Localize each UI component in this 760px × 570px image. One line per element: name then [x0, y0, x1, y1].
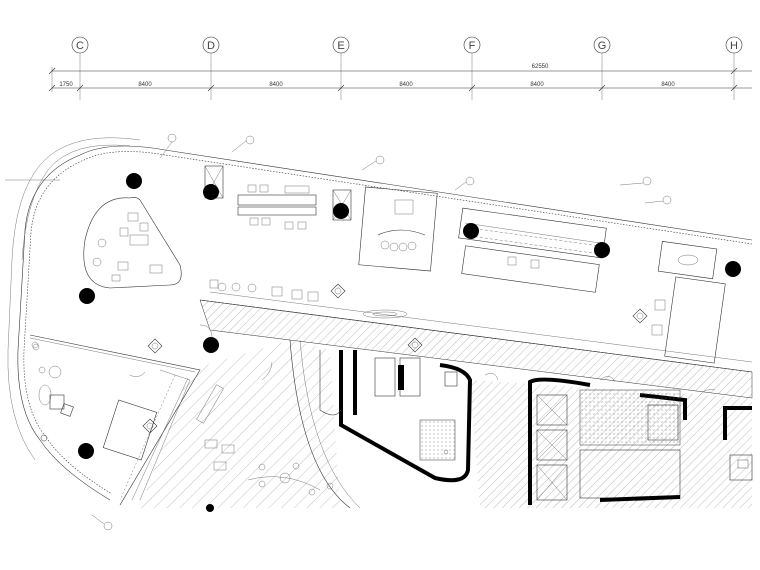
bay-dimension: 8400: [269, 82, 283, 88]
column: [79, 288, 95, 304]
overall-dimension: 62550: [532, 64, 549, 70]
grid-axis-h: H: [725, 36, 743, 100]
structural-columns: [78, 173, 741, 459]
svg-text:H: H: [730, 40, 738, 52]
grid-axes: C D E F G H: [71, 36, 743, 100]
grid-axis-d: D: [202, 36, 220, 100]
corridor-hatch: [199, 291, 753, 399]
column: [463, 223, 479, 239]
bay-dimension: 8400: [399, 82, 413, 88]
bay-dimension: 8400: [661, 82, 675, 88]
lounge-seating: [83, 197, 182, 289]
svg-text:D: D: [207, 40, 215, 52]
elevation-markers: [31, 133, 672, 531]
offset-dimension: 1750: [59, 82, 73, 88]
column: [333, 203, 349, 219]
door-swings: [129, 324, 716, 396]
column: [78, 443, 94, 459]
grid-axis-c: C: [71, 36, 89, 100]
column: [594, 242, 610, 258]
column: [725, 261, 741, 277]
grid-axis-f: F: [463, 36, 481, 100]
svg-text:C: C: [76, 40, 84, 52]
svg-text:E: E: [337, 40, 344, 52]
meeting-room-west: [29, 334, 201, 506]
workstations: [196, 384, 334, 512]
column: [203, 184, 219, 200]
svg-text:G: G: [598, 40, 607, 52]
bay-dimension: 8400: [530, 82, 544, 88]
column: [126, 173, 142, 189]
building-outline: [5, 137, 753, 501]
service-core: [140, 339, 753, 509]
grid-axis-e: E: [332, 36, 350, 100]
svg-text:F: F: [469, 40, 476, 52]
bay-dimension: 8400: [138, 82, 152, 88]
grid-axis-g: G: [593, 36, 611, 100]
column: [203, 337, 219, 353]
dimension-lines: 62550 1750 8400 8400 8400 8400 8400: [48, 64, 752, 92]
